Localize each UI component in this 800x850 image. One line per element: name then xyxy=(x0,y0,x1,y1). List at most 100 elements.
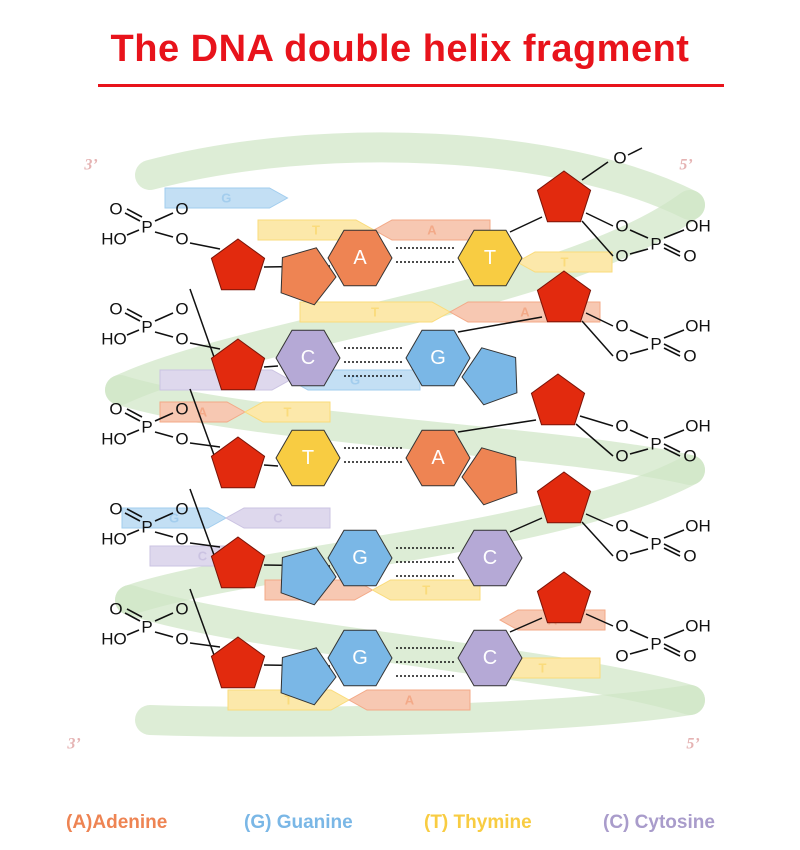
oxygen-atom: O xyxy=(615,217,628,236)
single-bond xyxy=(126,229,140,236)
backbone-bond xyxy=(189,388,215,456)
phosphorus-atom: P xyxy=(650,635,661,654)
adenine-label: A xyxy=(431,447,445,469)
backbone-bond xyxy=(581,521,614,557)
single-bond xyxy=(126,329,140,336)
phosphorus-atom: P xyxy=(141,218,152,237)
hydroxyl-group: OH xyxy=(685,217,711,236)
single-bond xyxy=(154,312,174,322)
hydroxyl-group: HO xyxy=(101,630,127,649)
oxygen-atom: O xyxy=(615,647,628,666)
oxygen-atom: O xyxy=(175,400,188,419)
guanine-hexagon xyxy=(327,529,393,587)
guanine-label: G xyxy=(352,547,368,569)
guanine-hexagon xyxy=(405,329,471,387)
background-arrow-right-label: A xyxy=(520,305,530,320)
backbone-bond xyxy=(581,320,614,357)
single-bond xyxy=(629,529,649,539)
double-bond xyxy=(663,247,681,257)
glycosidic-bond xyxy=(509,617,543,633)
cytosine-hexagon xyxy=(275,329,341,387)
sugar-pentagon xyxy=(536,270,592,323)
oxygen-atom: O xyxy=(175,530,188,549)
cytosine-hexagon xyxy=(457,529,523,587)
cytosine-label: C xyxy=(483,647,497,669)
backbone-bond xyxy=(189,442,221,448)
strand-end-bottom-left: 3’ xyxy=(66,736,80,753)
single-bond xyxy=(154,512,174,522)
double-bond xyxy=(663,347,681,357)
oxygen-atom: O xyxy=(109,400,122,419)
backbone-bond xyxy=(575,423,614,457)
cytosine-label: C xyxy=(301,347,315,369)
thymine-hexagon xyxy=(457,229,523,287)
hydroxyl-group: OH xyxy=(685,617,711,636)
double-bond xyxy=(663,543,681,553)
single-bond xyxy=(126,529,140,536)
single-bond xyxy=(126,629,140,636)
backbone-bond xyxy=(585,513,614,527)
oxygen-atom: O xyxy=(109,200,122,219)
double-bond xyxy=(126,508,143,518)
oxygen-atom: O xyxy=(175,200,188,219)
hydroxyl-group: HO xyxy=(101,530,127,549)
oxygen-atom: O xyxy=(615,617,628,636)
helix-band xyxy=(115,455,705,615)
double-bond xyxy=(663,443,681,453)
hydroxyl-group: HO xyxy=(101,230,127,249)
strand-end-bottom-right: 5’ xyxy=(686,736,699,753)
backbone-bond xyxy=(581,220,614,257)
background-arrow-right xyxy=(347,689,471,711)
phosphorus-atom: P xyxy=(141,518,152,537)
phosphorus-atom: P xyxy=(141,318,152,337)
double-bond xyxy=(663,647,681,657)
thymine-label: T xyxy=(302,447,314,469)
strand-end-top-left: 3’ xyxy=(83,157,97,174)
strand-end-top-right: 5’ xyxy=(679,157,692,174)
background-arrow-right-label: C xyxy=(273,511,283,526)
phosphorus-atom: P xyxy=(650,335,661,354)
title-underline xyxy=(98,84,724,87)
glycosidic-bond xyxy=(263,365,279,368)
background-arrow-left-label: T xyxy=(312,223,320,238)
single-bond xyxy=(629,629,649,639)
double-bond xyxy=(663,447,681,457)
thymine-label: T xyxy=(484,247,496,269)
double-bond xyxy=(663,343,681,353)
phosphorus-atom: P xyxy=(650,235,661,254)
single-bond xyxy=(154,231,174,238)
oxygen-atom: O xyxy=(109,500,122,519)
background-arrow-left-label: G xyxy=(169,511,179,526)
phosphorus-atom: P xyxy=(141,618,152,637)
single-bond xyxy=(663,629,685,639)
legend-thymine: (T) Thymine xyxy=(424,812,532,833)
adenine-hexagon xyxy=(327,229,393,287)
backbone-bond xyxy=(579,415,614,427)
backbone-bond xyxy=(189,342,221,350)
backbone-bond xyxy=(627,147,643,156)
backbone-bond xyxy=(189,642,221,648)
single-bond xyxy=(154,331,174,338)
background-arrow-right xyxy=(515,251,613,273)
single-bond xyxy=(154,212,174,222)
guanine-ring xyxy=(461,347,518,406)
oxygen-atom: O xyxy=(175,300,188,319)
single-bond xyxy=(629,229,649,239)
background-arrow-left-label: T xyxy=(371,305,379,320)
guanine-label: G xyxy=(430,347,446,369)
background-arrow-right-label: A xyxy=(427,223,437,238)
single-bond xyxy=(629,648,649,655)
sugar-pentagon xyxy=(210,436,266,489)
backbone-bond xyxy=(189,588,215,656)
double-bond xyxy=(126,308,143,318)
oxygen-atom: O xyxy=(175,430,188,449)
hydroxyl-group: HO xyxy=(101,430,127,449)
background-arrow-right-label: T xyxy=(561,255,569,270)
double-bond xyxy=(124,312,141,322)
page-title: The DNA double helix fragment xyxy=(110,28,690,70)
double-bond xyxy=(126,608,143,618)
oxygen-atom: O xyxy=(175,330,188,349)
single-bond xyxy=(154,612,174,622)
sugar-pentagon xyxy=(210,636,266,689)
